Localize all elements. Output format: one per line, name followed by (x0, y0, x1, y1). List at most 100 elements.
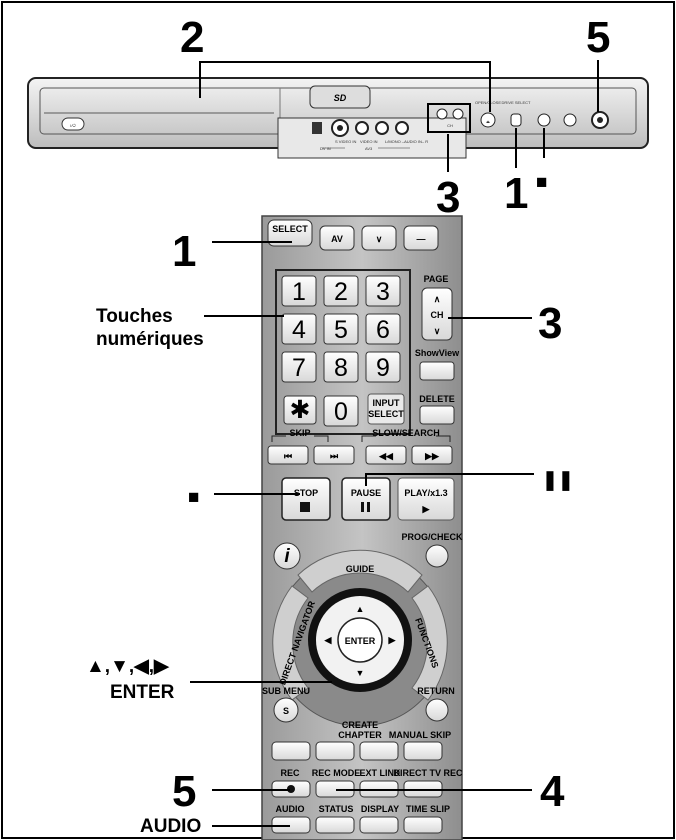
number-key-label: 2 (334, 278, 348, 306)
number-key-6 (365, 313, 401, 345)
create-label-1: CREATE (342, 720, 378, 730)
drive-select-label: DRIVE SELECT (502, 100, 531, 105)
number-key-label: 7 (292, 354, 306, 382)
fast-forward-button (411, 445, 453, 465)
skip-back-button (267, 445, 309, 465)
rewind-icon: ◀◀ (378, 451, 394, 461)
skip-forward-icon: ⏭ (330, 451, 339, 461)
status-label: STATUS (319, 804, 354, 814)
blank-button-1 (271, 741, 311, 761)
audio-in-label: L/MONO –AUDIO IN– R (385, 139, 428, 144)
ext-link-label: EXT LINK (359, 768, 401, 778)
pause-icon-bar-right (367, 502, 370, 512)
callout-stop-remote: ■ (188, 487, 199, 508)
callout-stop-front: ■ (536, 172, 547, 193)
touches-label-2: numériques (96, 329, 204, 350)
callout-4-remote: 4 (540, 767, 565, 816)
guide-button (297, 549, 423, 593)
arrows-label: ▲,▼,◀,▶ (86, 656, 170, 677)
display-button (359, 816, 399, 834)
input-label-2: SELECT (368, 409, 404, 419)
page-label: PAGE (424, 274, 449, 284)
number-key-2 (323, 275, 359, 307)
delete-button (419, 405, 455, 425)
time-slip-label: TIME SLIP (406, 804, 450, 814)
left-arrow-icon: ◀ (324, 635, 333, 645)
callout-3-remote: 3 (538, 299, 562, 348)
skip-bracket (271, 435, 329, 442)
number-key-label: 5 (334, 316, 348, 344)
play-deck-button (563, 113, 577, 127)
ch-buttons-box (427, 103, 471, 133)
stop-deck-button (537, 113, 551, 127)
number-key-label: 1 (292, 278, 306, 306)
manual-skip-button (403, 741, 443, 761)
guide-label: GUIDE (346, 564, 375, 574)
ch-rocker (421, 287, 453, 341)
direct-tv-rec-label: DIRECT TV REC (393, 768, 463, 778)
number-key-5 (323, 313, 359, 345)
number-key-9 (365, 351, 401, 383)
create-label-2: CHAPTER (338, 730, 382, 740)
create-chapter-button (359, 741, 399, 761)
av-label: AV (331, 234, 343, 244)
video-jack (355, 121, 369, 135)
audio-r-jack (395, 121, 409, 135)
number-key-label: 4 (292, 316, 306, 344)
minus-icon: — (417, 234, 426, 244)
dv-in-jack (312, 122, 322, 134)
callout-1-front: 1 (504, 169, 528, 218)
power-icon: I/⏻ (70, 123, 76, 128)
stop-button (281, 477, 331, 521)
display-label: DISPLAY (361, 804, 399, 814)
drive-select-button (510, 113, 522, 127)
sub-menu-s-icon: S (283, 706, 289, 716)
callout-2: 2 (180, 13, 204, 62)
return-label: RETURN (417, 686, 455, 696)
info-button (273, 542, 301, 570)
down-button-top (361, 225, 397, 251)
eject-icon: ⏏ (486, 119, 490, 124)
svideo-jack-core (337, 125, 343, 131)
open-close-label: OPEN/CLOSE (475, 100, 501, 105)
skip-back-icon: ⏮ (284, 451, 292, 461)
number-key-3 (365, 275, 401, 307)
callout-5-top: 5 (586, 13, 610, 62)
number-key-8 (323, 351, 359, 383)
number-key-0 (323, 395, 359, 427)
rec-deck-dot (597, 117, 603, 123)
number-key-label: 9 (376, 354, 390, 382)
right-arrow-icon: ▶ (388, 635, 397, 645)
pause-label: PAUSE (351, 488, 381, 498)
manual-skip-label: MANUAL SKIP (389, 730, 451, 740)
number-key-label: 0 (334, 398, 348, 426)
sub-menu-button (273, 697, 299, 723)
svideo-label: S VIDEO IN (335, 139, 356, 144)
select-button (267, 219, 313, 247)
enter-label: ENTER (345, 636, 376, 646)
time-slip-button (403, 816, 443, 834)
showview-button (419, 361, 455, 381)
return-button (425, 698, 449, 722)
number-key-7 (281, 351, 317, 383)
skip-label: SKIP (289, 428, 310, 438)
audio-key-label: AUDIO (276, 804, 305, 814)
prog-check-label: PROG/CHECK (401, 532, 463, 542)
minus-button (403, 225, 439, 251)
numeric-keypad-frame (275, 269, 411, 435)
up-arrow-icon: ▲ (356, 604, 365, 614)
open-close-button (480, 112, 496, 128)
prog-check-button (425, 544, 449, 568)
delete-label: DELETE (419, 394, 455, 404)
number-key-label: 3 (376, 278, 390, 306)
callout-5-remote: 5 (172, 767, 196, 816)
front-jack-flap (277, 117, 467, 159)
audio-callout-label: AUDIO (140, 816, 201, 837)
av3-label: AV3 (365, 146, 373, 151)
chevron-up-icon: ∧ (434, 294, 441, 304)
av-button (319, 225, 355, 251)
disc-tray-slot (44, 112, 274, 114)
input-label-1: INPUT (373, 398, 401, 408)
